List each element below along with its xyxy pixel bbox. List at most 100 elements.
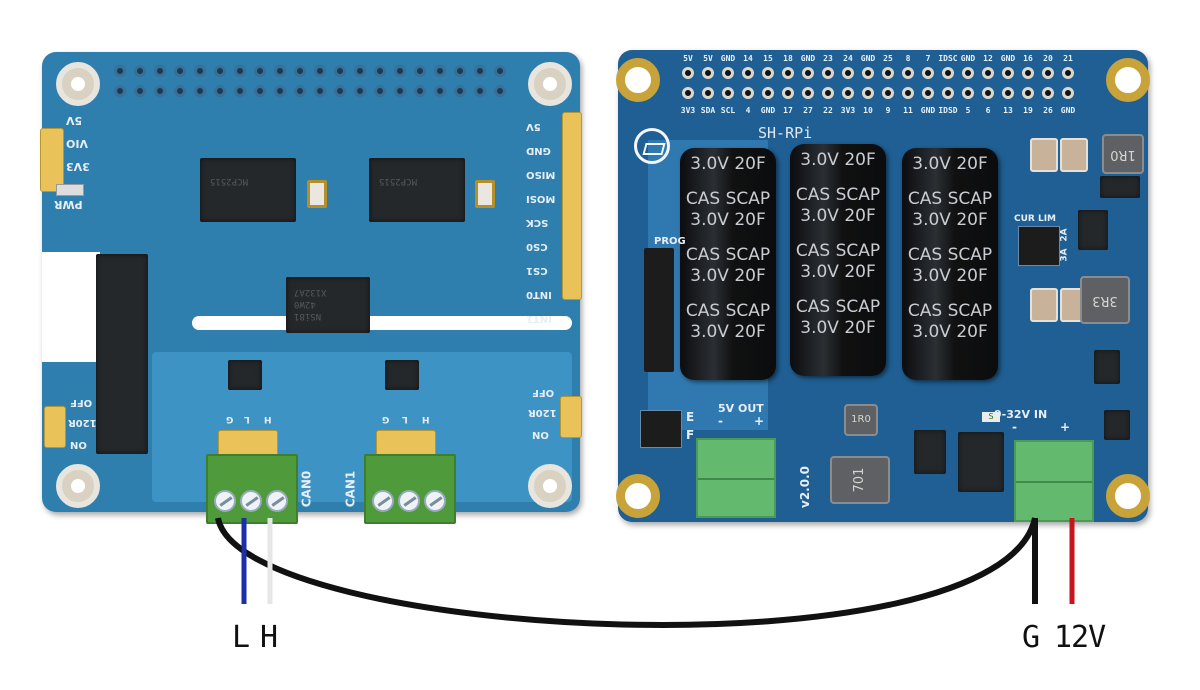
gpio-pin-hole xyxy=(134,65,146,77)
gpio-pin-label: IDSC xyxy=(938,54,958,63)
gpio-pin-hole xyxy=(194,65,206,77)
control-chip xyxy=(1104,410,1130,440)
gpio-pin-hole xyxy=(294,85,306,97)
gpio-pin-hole xyxy=(134,85,146,97)
gpio-pin-hole xyxy=(454,65,466,77)
power-12v-label: 12V xyxy=(1054,620,1106,655)
can-transceiver-1 xyxy=(385,360,419,390)
capacitor xyxy=(1030,288,1058,322)
digital-isolator-chip: X132A7 42W0 NSi81 xyxy=(286,277,370,333)
gpio-pin-hole xyxy=(942,87,954,99)
supercap-marking: CAS SCAP xyxy=(907,189,993,209)
spi-pin-header[interactable] xyxy=(562,112,582,300)
gpio-pin-label: 13 xyxy=(1003,106,1013,115)
can-hat-board: 5V VIO 3V3 PWR OFF 120R ON OFF 120R ON M… xyxy=(40,52,582,524)
gpio-pin-hole xyxy=(762,67,774,79)
screw-terminal[interactable] xyxy=(424,490,446,512)
gpio-pin-hole xyxy=(154,85,166,97)
gpio-pin-label: 19 xyxy=(1023,106,1033,115)
screw-terminal[interactable] xyxy=(266,490,288,512)
mounting-hole xyxy=(528,464,572,508)
gpio-pin-label: SDA xyxy=(700,106,716,115)
9-32v-input-terminal[interactable] xyxy=(1014,440,1094,522)
can-transceiver-0 xyxy=(228,360,262,390)
gpio-pin-label: 15 xyxy=(763,54,773,63)
gpio-pin-hole xyxy=(1042,67,1054,79)
screw-terminal[interactable] xyxy=(372,490,394,512)
gpio-pin-hole xyxy=(742,67,754,79)
current-limit-jumper[interactable] xyxy=(1018,226,1060,266)
gpio-pin-hole xyxy=(882,67,894,79)
supercap-marking: 3.0V 20F xyxy=(690,210,766,230)
gpio-pin-label: 20 xyxy=(1043,54,1053,63)
gpio-pin-hole xyxy=(882,87,894,99)
gpio-pin-hole xyxy=(414,65,426,77)
gpio-pin-hole xyxy=(962,67,974,79)
gpio-pin-hole xyxy=(782,87,794,99)
gpio-pin-label: 18 xyxy=(783,54,793,63)
crystal-oscillator xyxy=(307,180,327,208)
gpio-pin-label: 6 xyxy=(985,106,991,115)
gpio-pin-label: SCL xyxy=(720,106,736,115)
gpio-pin-hole xyxy=(902,87,914,99)
gpio-pin-hole xyxy=(234,85,246,97)
gpio-pin-label: 21 xyxy=(1063,54,1073,63)
gpio-pin-hole xyxy=(374,85,386,97)
gpio-pin-hole xyxy=(314,65,326,77)
mosfet-chip xyxy=(1094,350,1120,384)
ef-jumper[interactable] xyxy=(640,410,682,448)
supercap-marking: 3.0V 20F xyxy=(800,262,876,282)
voltage-select-jumper[interactable] xyxy=(40,128,64,192)
gpio-pin-hole xyxy=(354,85,366,97)
board-notch xyxy=(42,252,100,362)
termination-jumper-can1[interactable] xyxy=(560,396,582,438)
gpio-pin-label: 26 xyxy=(1043,106,1053,115)
output-plus-label: + xyxy=(754,414,765,428)
gpio-pin-hole xyxy=(842,87,854,99)
gpio-pin-hole xyxy=(1042,87,1054,99)
gpio-header-holes xyxy=(678,64,1078,102)
inductor-1r0: 1R0 xyxy=(844,404,878,436)
gpio-pin-hole xyxy=(454,85,466,97)
gpio-pin-hole xyxy=(114,85,126,97)
output-terminal-label: 5V OUT xyxy=(718,402,764,415)
can1-pin-header[interactable] xyxy=(376,430,436,458)
gpio-pin-hole xyxy=(922,67,934,79)
gpio-pin-label: 27 xyxy=(803,106,813,115)
gpio-pin-label: GND xyxy=(960,54,976,63)
gpio-pin-label: 22 xyxy=(823,106,833,115)
input-plus-label: + xyxy=(1060,420,1071,434)
can0-terminal-block[interactable] xyxy=(206,454,298,524)
gpio-pin-hole xyxy=(762,87,774,99)
ground-label: G xyxy=(1022,620,1040,655)
ground-wire[interactable] xyxy=(215,517,1038,628)
gpio-pin-hole xyxy=(294,65,306,77)
gpio-pin-hole xyxy=(1062,67,1074,79)
termination-jumper-can0[interactable] xyxy=(44,406,66,448)
gpio-pin-hole xyxy=(902,67,914,79)
programming-header[interactable] xyxy=(644,248,674,372)
screw-terminal[interactable] xyxy=(240,490,262,512)
supercap-marking: 3.0V 20F xyxy=(912,322,988,342)
gpio-pin-hole xyxy=(494,65,506,77)
gpio-pin-label: 11 xyxy=(903,106,913,115)
fuse-component: S xyxy=(982,412,1000,422)
supercap-marking: CAS SCAP xyxy=(795,297,881,317)
gpio-pin-label: GND xyxy=(720,54,736,63)
screw-terminal[interactable] xyxy=(398,490,420,512)
gpio-pin-hole xyxy=(474,65,486,77)
can1-terminal-block[interactable] xyxy=(364,454,456,524)
supercap-marking: CAS SCAP xyxy=(685,245,771,265)
supercap-marking: 3.0V 20F xyxy=(912,154,988,174)
5v-output-terminal[interactable] xyxy=(696,438,776,518)
diode xyxy=(1100,176,1140,198)
gpio-pin-hole xyxy=(354,65,366,77)
gpio-pin-hole xyxy=(334,65,346,77)
gpio-pin-hole xyxy=(722,67,734,79)
gpio-pin-label: 8 xyxy=(905,54,911,63)
screw-terminal[interactable] xyxy=(214,490,236,512)
gpio-pin-hole xyxy=(982,67,994,79)
